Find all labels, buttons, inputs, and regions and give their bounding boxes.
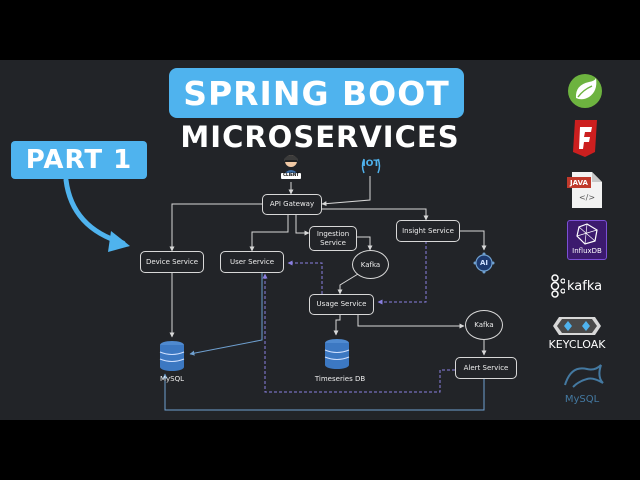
subtitle: MICROSERVICES: [180, 120, 460, 154]
title: SPRING BOOT: [183, 73, 450, 113]
edge-user-mysql: [189, 271, 263, 356]
iot-icon: IOT: [360, 155, 382, 177]
edge-kafka-usage: [337, 273, 359, 295]
influxdb-logo-icon: InfluxDB: [567, 220, 607, 260]
java-code-label: </>: [578, 193, 596, 202]
client-label: CLIENT: [283, 172, 299, 177]
edge-gateway-insight: [322, 208, 429, 221]
java-file-icon: JAVA </>: [566, 171, 604, 209]
mysql-label: MySQL: [159, 375, 185, 383]
ai-label: AI: [479, 259, 489, 267]
kafka-node-right: Kafka: [465, 310, 503, 340]
part-label: PART 1: [25, 145, 133, 175]
part-arrow: [63, 177, 126, 246]
timeseries-db-label: Timeseries DB: [314, 375, 366, 383]
edge-usage-timeseries: [333, 313, 341, 336]
mysql-db-icon: [158, 340, 186, 372]
client-icon: CLIENT: [280, 153, 302, 181]
ai-icon: AI: [473, 252, 495, 274]
edge-gateway-device: [169, 203, 262, 252]
iot-label: IOT: [362, 159, 380, 169]
api-gateway-node: API Gateway: [262, 194, 322, 215]
usage-service-node: Usage Service: [309, 294, 374, 315]
edge-insight-usage-dashed: [377, 241, 427, 305]
edge-gateway-user: [249, 214, 289, 252]
java-label: JAVA: [570, 179, 588, 187]
mysql-logo-label: MySQL: [564, 394, 600, 405]
edge-usage-kafka: [357, 313, 465, 329]
spring-logo-icon: [567, 73, 603, 109]
user-service-node: User Service: [220, 251, 284, 273]
edge-insight-ai: [458, 230, 487, 251]
edge-iot-gateway: [321, 176, 371, 207]
kafka-node-top: Kafka: [352, 250, 389, 279]
edge-gateway-ingestion: [295, 214, 310, 236]
edge-alert-user-dashed: [262, 273, 455, 393]
edge-usage-user-dashed: [287, 260, 323, 294]
kafka-logo-label: kafka: [567, 279, 603, 294]
keycloak-logo-icon: [551, 315, 603, 337]
edge-alert-mysql: [162, 373, 485, 411]
influxdb-label: InfluxDB: [572, 247, 602, 255]
edge-ingestion-kafka: [354, 236, 373, 251]
mysql-logo-icon: MySQL: [557, 363, 607, 409]
ingestion-service-node: Ingestion Service: [309, 226, 357, 251]
part-arrow-head: [108, 231, 130, 252]
title-banner: SPRING BOOT: [169, 68, 464, 118]
timeseries-db-icon: [323, 338, 351, 370]
keycloak-label: KEYCLOAK: [548, 338, 606, 351]
part-badge: PART 1: [11, 141, 147, 179]
kafka-logo-icon: [549, 274, 566, 298]
device-service-node: Device Service: [140, 251, 204, 273]
flyway-logo-icon: [571, 118, 599, 158]
insight-service-node: Insight Service: [396, 220, 460, 242]
alert-service-node: Alert Service: [455, 357, 517, 379]
